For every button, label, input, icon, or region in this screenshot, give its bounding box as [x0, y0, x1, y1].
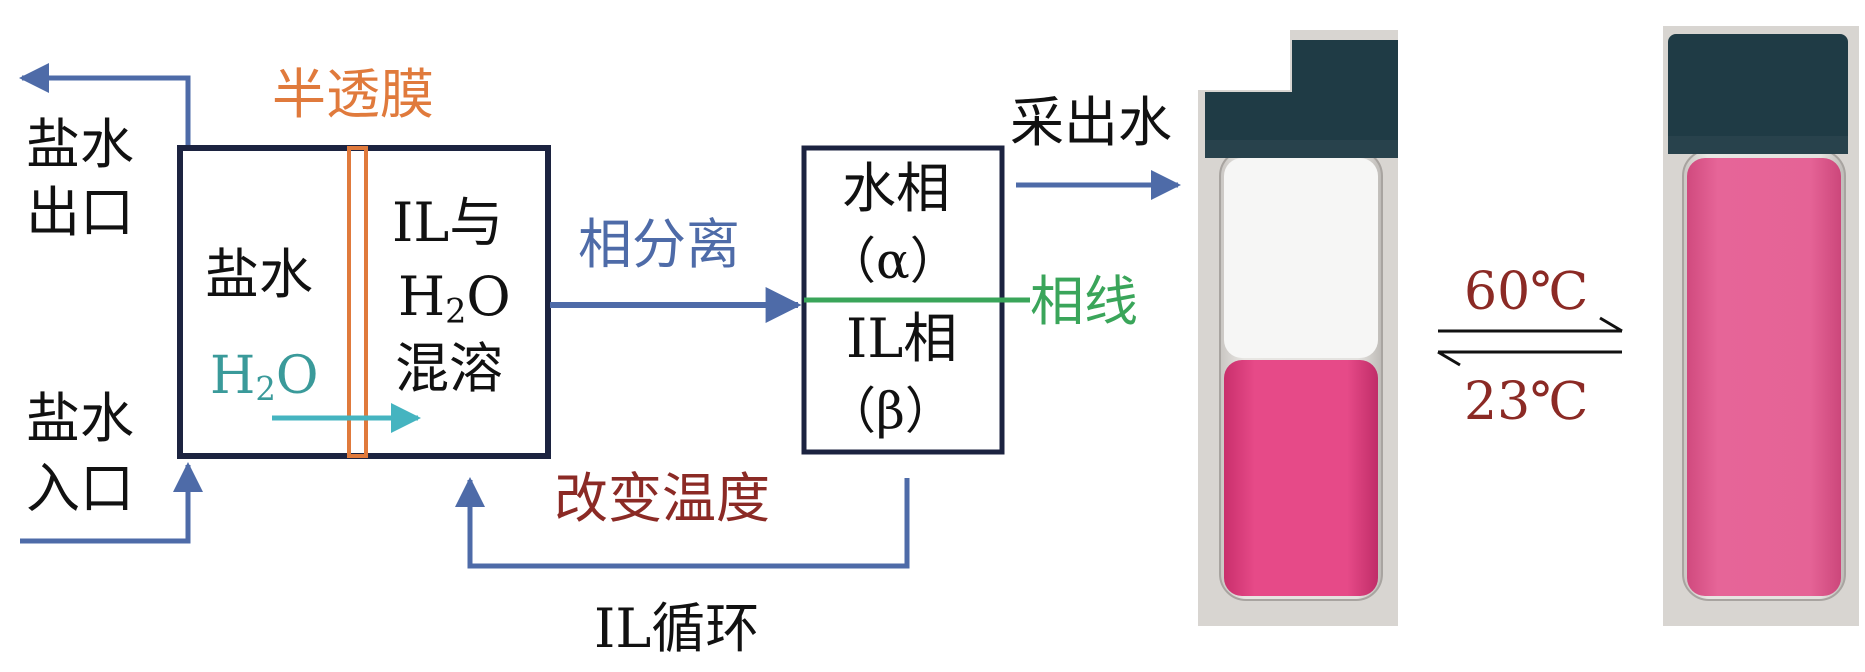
phase-line-label: 相线 — [1030, 275, 1138, 329]
water-label: H2O — [210, 350, 319, 405]
membrane-label: 半透膜 — [272, 68, 434, 122]
water-output-label: 采出水 — [1010, 96, 1172, 150]
brine-inlet-label-line1: 盐水 — [26, 392, 134, 446]
lower-phase-symbol: （β） — [826, 386, 955, 436]
semipermeable-membrane — [349, 148, 366, 456]
reverse-temp-label: 23℃ — [1464, 376, 1588, 428]
equilibrium-arrows — [1438, 318, 1622, 365]
vial-single-phase — [1663, 26, 1859, 626]
mix-label-line1: IL与 — [392, 196, 503, 250]
ruler-separated-pink-phase — [1224, 360, 1378, 596]
lower-phase-name: IL相 — [846, 312, 957, 366]
upper-phase-name: 水相 — [842, 162, 950, 216]
temp-change-label: 改变温度 — [554, 472, 770, 526]
recycle-label: IL循环 — [594, 602, 759, 656]
forward-temp-label: 60℃ — [1464, 266, 1588, 318]
separation-label: 相分离 — [578, 218, 740, 272]
brine-outlet-label-line2: 出口 — [26, 186, 134, 240]
brine-label: 盐水 — [205, 248, 313, 302]
mix-label-line3: 混溶 — [395, 342, 503, 396]
brine-outlet-label-line1: 盐水 — [26, 118, 134, 172]
brine-inlet-label-line2: 入口 — [26, 462, 134, 516]
mix-label-line2: H2O — [398, 270, 511, 328]
vial-two-phase — [1190, 0, 1398, 626]
upper-phase-symbol: （α） — [826, 236, 960, 286]
